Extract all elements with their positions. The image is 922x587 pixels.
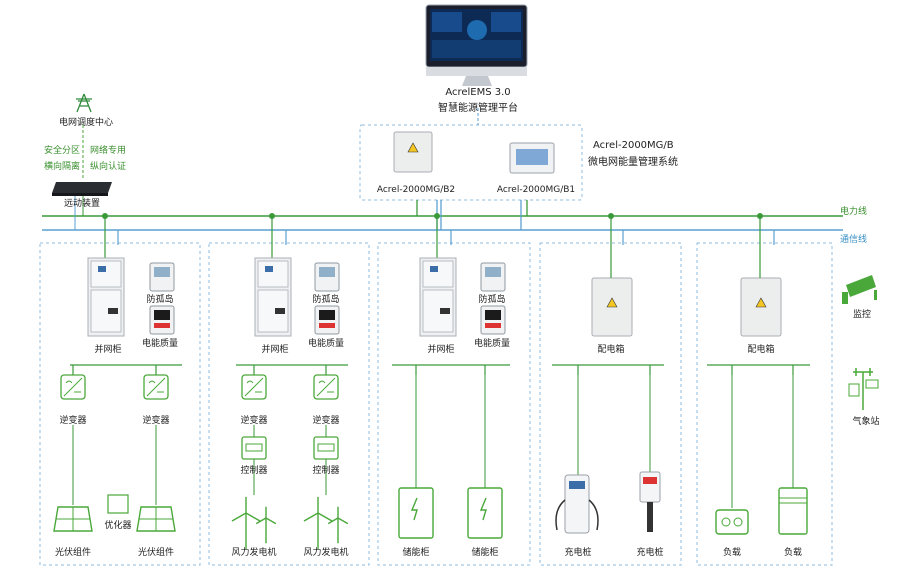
panel1-inverter1-label: 逆变器 — [59, 416, 87, 426]
monitor-label: 监控 — [852, 310, 872, 320]
panel2-controller2-label: 控制器 — [312, 466, 340, 476]
pv-module1-label: 光伏组件 — [54, 548, 92, 558]
panel3-cabinet-label: 并网柜 — [427, 345, 455, 355]
panel-4-border — [539, 242, 682, 566]
weather-station-label: 气象站 — [852, 417, 880, 427]
grid-tag-isolation: 横向隔离 — [43, 162, 81, 172]
wind-turbine-icon-1 — [231, 497, 277, 549]
panel2-cabinet-label: 并网柜 — [261, 345, 289, 355]
p3-anti-islanding-device — [480, 262, 506, 292]
platform-monitor — [425, 4, 528, 86]
load2-label: 负载 — [783, 548, 803, 558]
p1-inverter-2 — [143, 374, 169, 400]
comm-line-label: 通信线 — [840, 235, 868, 245]
charging-pile-icon-2 — [639, 471, 661, 532]
panel3-anti-islanding-label: 防孤岛 — [478, 295, 506, 305]
load-icon-1 — [715, 509, 749, 535]
charging-pile-icon-1 — [555, 474, 599, 534]
power-line-label: 电力线 — [840, 207, 868, 217]
mgmt-device-b1: Acrel-2000MG/B1 — [496, 185, 576, 195]
panel2-controller1-label: 控制器 — [240, 466, 268, 476]
mgmt-system-border — [359, 124, 583, 201]
mgmt-cabinet-b1 — [509, 142, 555, 174]
p2-anti-islanding-device — [314, 262, 340, 292]
storage-cabinet-icon-1 — [398, 487, 434, 539]
panel1-anti-islanding-label: 防孤岛 — [146, 295, 174, 305]
storage-cabinet1-label: 储能柜 — [402, 548, 430, 558]
platform-subtitle: 智慧能源管理平台 — [438, 103, 518, 114]
charging-pile1-label: 充电桩 — [564, 548, 592, 558]
optimizer-icon — [107, 494, 129, 514]
panel-5-border — [696, 242, 833, 566]
wind-turbine-icon-2 — [303, 497, 349, 549]
mgmt-subtitle: 微电网能量管理系统 — [588, 157, 678, 168]
grid-tag-auth: 纵向认证 — [89, 162, 127, 172]
panel1-power-quality-label: 电能质量 — [141, 339, 179, 349]
mgmt-name: Acrel-2000MG/B — [593, 140, 674, 151]
telecontrol-device — [52, 182, 112, 196]
platform-name: AcrelEMS 3.0 — [445, 87, 511, 98]
grid-title: 电网调度中心 — [58, 118, 114, 128]
panel2-inverter2-label: 逆变器 — [312, 416, 340, 426]
camera-icon — [842, 275, 877, 304]
storage-cabinet2-label: 储能柜 — [471, 548, 499, 558]
tower-icon — [76, 93, 92, 113]
p1-power-quality-meter — [149, 305, 175, 335]
p2-inverter-1 — [241, 374, 267, 400]
storage-cabinet-icon-2 — [467, 487, 503, 539]
pv-module2-label: 光伏组件 — [137, 548, 175, 558]
p3-power-quality-meter — [480, 305, 506, 335]
load1-label: 负载 — [722, 548, 742, 558]
p2-controller-1 — [241, 436, 267, 460]
panel2-anti-islanding-label: 防孤岛 — [312, 295, 340, 305]
p1-anti-islanding-device — [149, 262, 175, 292]
mgmt-cabinet-b2 — [393, 131, 433, 173]
panel-3-border — [377, 242, 531, 566]
p5-distribution-box — [740, 277, 782, 337]
panel-1-border — [39, 242, 201, 566]
p2-power-quality-meter — [314, 305, 340, 335]
grid-tag-network: 网络专用 — [89, 146, 127, 156]
optimizer-label: 优化器 — [104, 521, 132, 531]
wind-turbine1-label: 风力发电机 — [231, 548, 277, 558]
p1-inverter-1 — [60, 374, 86, 400]
panel2-power-quality-label: 电能质量 — [307, 339, 345, 349]
p4-distribution-box — [591, 277, 633, 337]
pv-module-icon-1 — [53, 506, 93, 532]
p1-grid-cabinet — [87, 257, 125, 337]
charging-pile2-label: 充电桩 — [636, 548, 664, 558]
panel5-cabinet-label: 配电箱 — [747, 345, 775, 355]
panel4-cabinet-label: 配电箱 — [597, 345, 625, 355]
panel3-power-quality-label: 电能质量 — [473, 339, 511, 349]
p2-inverter-2 — [313, 374, 339, 400]
panel2-inverter1-label: 逆变器 — [240, 416, 268, 426]
panel-2-border — [208, 242, 370, 566]
p3-grid-cabinet — [419, 257, 457, 337]
grid-tag-zone: 安全分区 — [43, 146, 81, 156]
weather-station-icon — [848, 368, 879, 410]
panel1-cabinet-label: 并网柜 — [94, 345, 122, 355]
p2-controller-2 — [313, 436, 339, 460]
load-icon-2 — [778, 487, 808, 535]
telecontrol-label: 远动装置 — [63, 199, 101, 209]
p2-grid-cabinet — [254, 257, 292, 337]
panel1-inverter2-label: 逆变器 — [142, 416, 170, 426]
mgmt-device-b2: Acrel-2000MG/B2 — [376, 185, 456, 195]
wind-turbine2-label: 风力发电机 — [303, 548, 349, 558]
pv-module-icon-2 — [136, 506, 176, 532]
